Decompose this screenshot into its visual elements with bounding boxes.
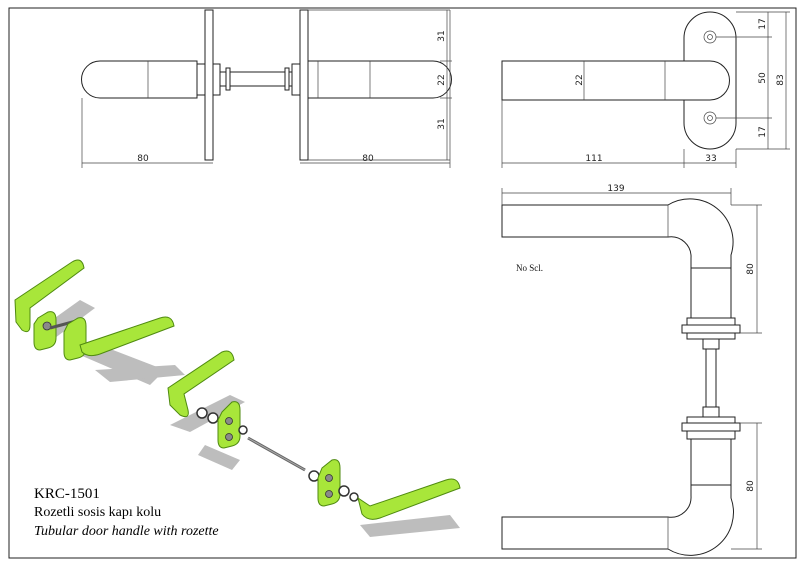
- handle-upper-right: [79, 316, 175, 357]
- dim-rosette-bottom: 17: [758, 126, 768, 137]
- dim-front-mid: 22: [437, 74, 447, 85]
- rosette-lower: [317, 459, 341, 507]
- side-view: [501, 11, 790, 168]
- dim-rosette-top: 17: [758, 18, 768, 29]
- handle-mid: [167, 350, 235, 418]
- dim-front-bottom: 31: [437, 118, 447, 129]
- product-name-tr: Rozetli sosis kapı kolu: [34, 505, 161, 520]
- dim-top-view-lower-height: 80: [746, 480, 756, 492]
- dim-side-length: 111: [585, 154, 602, 164]
- exploded-view: [14, 259, 461, 537]
- dim-front-left-length: 80: [137, 154, 149, 164]
- product-code: KRC-1501: [34, 486, 100, 502]
- dim-rosette-center: 50: [758, 72, 768, 84]
- dim-top-view-upper-height: 80: [746, 263, 756, 275]
- handle-lower: [357, 478, 461, 520]
- product-name-en: Tubular door handle with rozette: [34, 524, 219, 539]
- front-view: [81, 9, 452, 168]
- shadow-3: [95, 365, 185, 382]
- dim-side-handle-dia: 22: [575, 74, 585, 85]
- dim-top-view-length: 139: [607, 184, 624, 194]
- shadow-6: [360, 515, 460, 537]
- dim-front-top: 31: [437, 30, 447, 41]
- dim-rosette-height: 83: [776, 74, 786, 85]
- handle-upper-left: [14, 259, 85, 333]
- shadow-5: [198, 445, 240, 470]
- drawing-border: [8, 7, 797, 559]
- scale-note: No Scl.: [516, 263, 543, 273]
- rosette-upper-right: [63, 317, 87, 361]
- dim-rosette-width: 33: [705, 154, 716, 164]
- rosette-upper-left: [33, 311, 57, 351]
- dim-front-right-length: 80: [362, 154, 374, 164]
- top-view: [501, 188, 762, 556]
